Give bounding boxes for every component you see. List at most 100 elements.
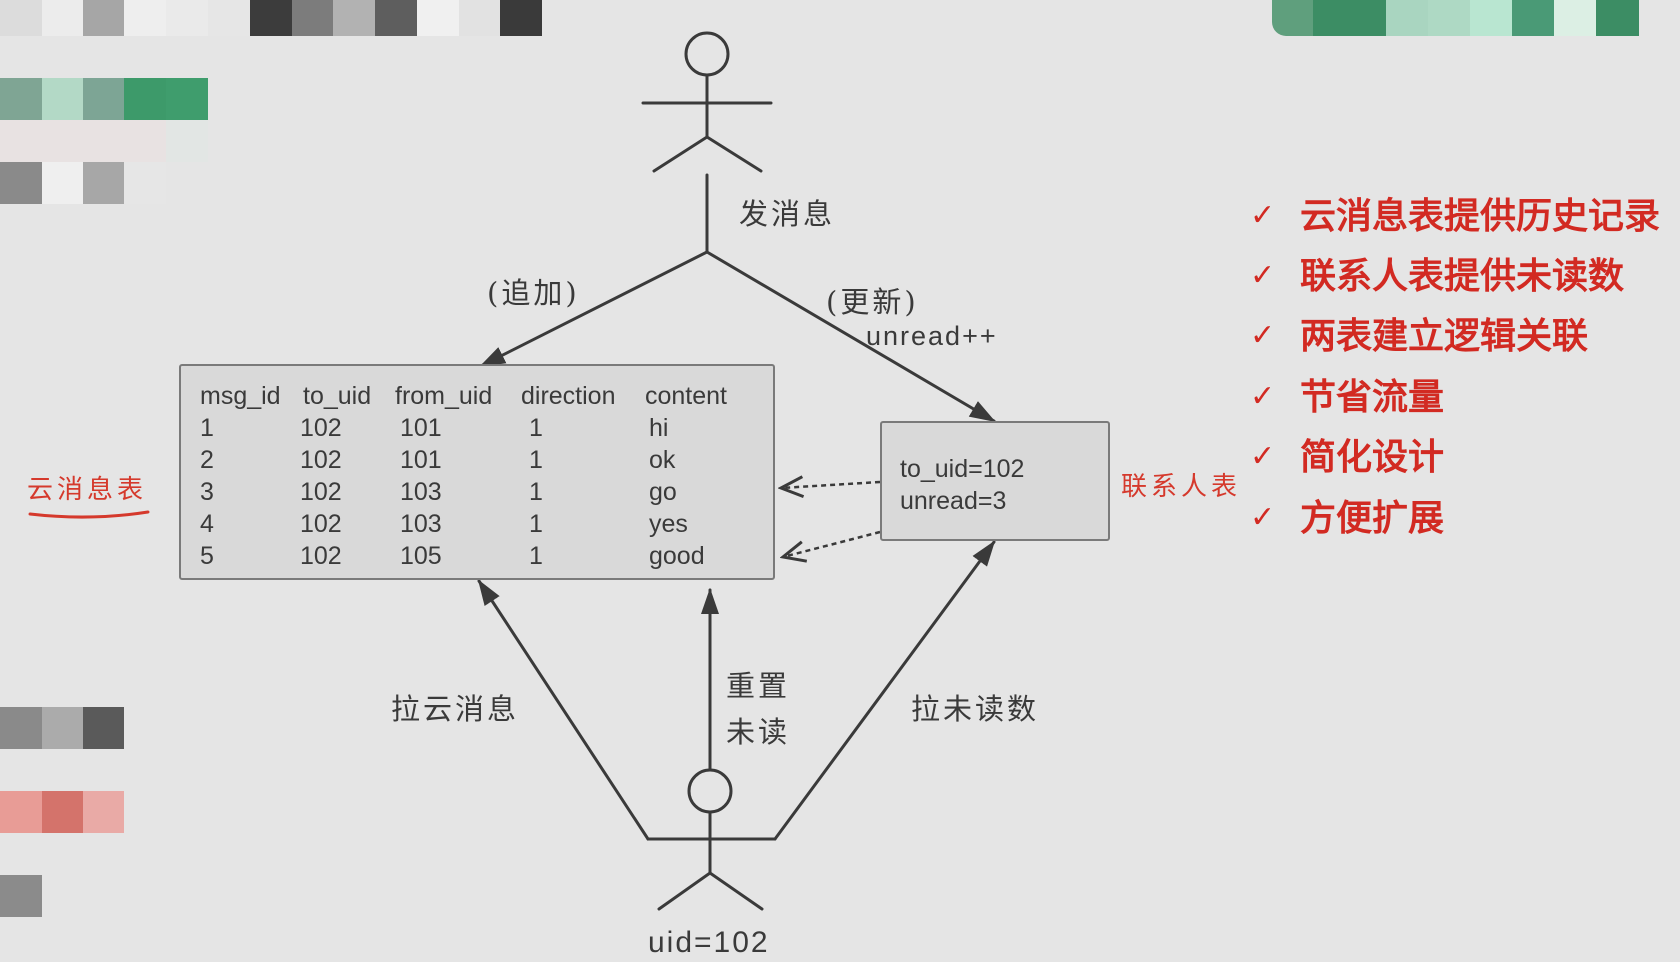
receiver-actor xyxy=(646,768,777,911)
send-message-label: 发消息 xyxy=(739,197,836,231)
benefits-list: ✓ 云消息表提供历史记录 ✓ 联系人表提供未读数 ✓ 两表建立逻辑关联 ✓ 节省… xyxy=(1250,0,1680,962)
mosaic-tile xyxy=(124,0,166,36)
check-icon: ✓ xyxy=(1250,318,1276,353)
table-cell: 3 xyxy=(200,478,214,506)
reset-unread-label-line2: 未读 xyxy=(726,715,791,749)
table-cell: 4 xyxy=(200,510,214,538)
mosaic-tile xyxy=(1428,0,1470,36)
table-cell: 1 xyxy=(200,414,214,442)
mosaic-tile xyxy=(1596,0,1639,36)
cloud-message-table: msg_id to_uid from_uid direction content… xyxy=(179,364,775,580)
mosaic-tile xyxy=(166,0,208,36)
receiver-left-leg xyxy=(657,871,712,911)
check-icon: ✓ xyxy=(1250,439,1276,474)
table-header-cell: content xyxy=(645,382,728,410)
benefit-item: ✓ 节省流量 xyxy=(1250,375,1444,419)
contact-field-to-uid: to_uid=102 xyxy=(900,455,1025,483)
mosaic-tile xyxy=(1554,0,1596,36)
table-cell: 1 xyxy=(529,510,543,538)
table-header-cell: to_uid xyxy=(303,382,372,410)
check-icon: ✓ xyxy=(1250,258,1276,293)
table-cell: 103 xyxy=(400,478,442,506)
cloud-table-title: 云消息表 xyxy=(27,475,148,505)
table-cell: 102 xyxy=(300,446,342,474)
mosaic-tile xyxy=(0,707,42,749)
benefit-text: 节省流量 xyxy=(1300,376,1445,417)
benefit-text: 联系人表提供未读数 xyxy=(1300,255,1625,296)
benefit-text: 两表建立逻辑关联 xyxy=(1300,315,1589,356)
table-cell: 101 xyxy=(400,446,442,474)
pull-unread-count-arrow xyxy=(773,540,996,841)
mosaic-tile xyxy=(208,0,250,36)
table-cell: 102 xyxy=(300,414,342,442)
receiver-right-leg xyxy=(708,871,764,911)
table-header-cell: msg_id xyxy=(200,382,281,410)
mosaic-tile xyxy=(292,0,333,36)
pull-cloud-messages-arrow xyxy=(477,579,650,841)
mosaic-tile xyxy=(250,0,292,36)
table-cell: 101 xyxy=(400,414,442,442)
mosaic-tile xyxy=(42,707,83,749)
benefit-item: ✓ 云消息表提供历史记录 xyxy=(1250,194,1660,238)
sender-actor xyxy=(641,31,773,173)
mosaic-tile xyxy=(375,0,417,36)
pull-unread-count-label: 拉未读数 xyxy=(911,692,1040,726)
table-cell: ok xyxy=(649,446,676,474)
table-cell: 1 xyxy=(529,478,543,506)
mosaic-tile xyxy=(1512,0,1554,36)
mosaic-tile xyxy=(333,0,375,36)
mosaic-tile xyxy=(83,162,124,204)
mosaic-tile xyxy=(0,120,166,162)
mosaic-tile xyxy=(1272,0,1313,36)
mosaic-tile xyxy=(0,791,42,833)
append-arrow xyxy=(479,250,709,368)
table-cell: 102 xyxy=(300,478,342,506)
mosaic-tile xyxy=(1313,0,1386,36)
mosaic-tile xyxy=(459,0,500,36)
update-label: (更新) xyxy=(826,285,919,319)
mosaic-tile xyxy=(0,162,42,204)
table-cell: 1 xyxy=(529,446,543,474)
benefit-text: 云消息表提供历史记录 xyxy=(1300,195,1661,236)
benefit-item: ✓ 方便扩展 xyxy=(1250,496,1444,540)
unread-increment-label: unread++ xyxy=(866,321,998,351)
contact-table: to_uid=102 unread=3 xyxy=(880,421,1110,541)
mosaic-tile xyxy=(0,0,42,36)
mosaic-tile xyxy=(124,162,166,204)
benefit-text: 方便扩展 xyxy=(1300,497,1445,538)
table-cell: go xyxy=(649,478,677,506)
sender-left-leg xyxy=(652,135,709,173)
mosaic-tile xyxy=(42,791,83,833)
contact-field-unread: unread=3 xyxy=(900,487,1007,515)
relation-dashed-arrow-1 xyxy=(781,482,881,488)
mosaic-tile xyxy=(0,78,42,120)
receiver-head xyxy=(687,768,733,814)
check-icon: ✓ xyxy=(1250,379,1276,414)
table-cell: hi xyxy=(649,414,669,442)
contact-table-title: 联系人表 xyxy=(1121,472,1242,502)
benefit-text: 简化设计 xyxy=(1300,436,1445,477)
receiver-uid-label: uid=102 xyxy=(648,926,770,959)
append-label: (追加) xyxy=(487,276,580,310)
reset-unread-label-line1: 重置 xyxy=(726,669,791,703)
mosaic-tile xyxy=(83,707,124,749)
table-cell: 1 xyxy=(529,542,543,570)
mosaic-tile xyxy=(42,162,83,204)
mosaic-tile xyxy=(42,0,83,36)
mosaic-tile xyxy=(417,0,459,36)
mosaic-tile xyxy=(83,78,124,120)
mosaic-tile xyxy=(1386,0,1428,36)
check-icon: ✓ xyxy=(1250,500,1276,535)
table-cell: 103 xyxy=(400,510,442,538)
mosaic-tile xyxy=(500,0,542,36)
table-cell: 5 xyxy=(200,542,214,570)
check-icon: ✓ xyxy=(1250,198,1276,233)
mosaic-tile xyxy=(0,875,42,917)
mosaic-tile xyxy=(166,78,208,120)
benefit-item: ✓ 简化设计 xyxy=(1250,435,1444,479)
mosaic-tile xyxy=(1470,0,1512,36)
cloud-table-title-underline xyxy=(28,510,150,519)
mosaic-tile xyxy=(166,120,208,162)
